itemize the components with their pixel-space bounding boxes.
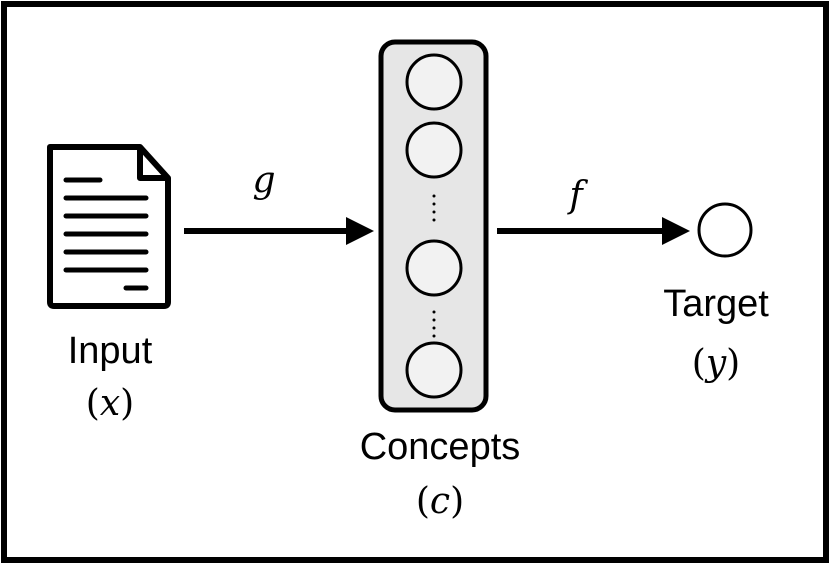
arrow-g: [184, 217, 374, 245]
target-label: Target: [663, 283, 769, 325]
input-label: Input: [67, 330, 153, 372]
ellipsis-dots: [432, 310, 436, 338]
concepts-box: [378, 39, 489, 413]
target-var: (y): [691, 343, 741, 384]
arrow-f-label: f: [569, 175, 583, 216]
concept-node-icon: [405, 341, 463, 399]
concept-node-icon: [405, 121, 463, 179]
concept-node-icon: [405, 239, 463, 297]
arrow-g-label: g: [252, 160, 276, 201]
arrow-f: [497, 217, 690, 245]
input-var-symbol: x: [99, 383, 121, 424]
target-var-symbol: y: [705, 343, 727, 384]
concept-node-icon: [405, 53, 463, 111]
concepts-label: Concepts: [359, 426, 521, 468]
concepts-var-symbol: c: [429, 481, 451, 522]
document-icon: [47, 144, 171, 309]
circle-node-icon: [697, 202, 753, 258]
ellipsis-dots: [432, 194, 436, 222]
concepts-var: (c): [415, 481, 465, 522]
input-var: (x): [85, 383, 135, 424]
